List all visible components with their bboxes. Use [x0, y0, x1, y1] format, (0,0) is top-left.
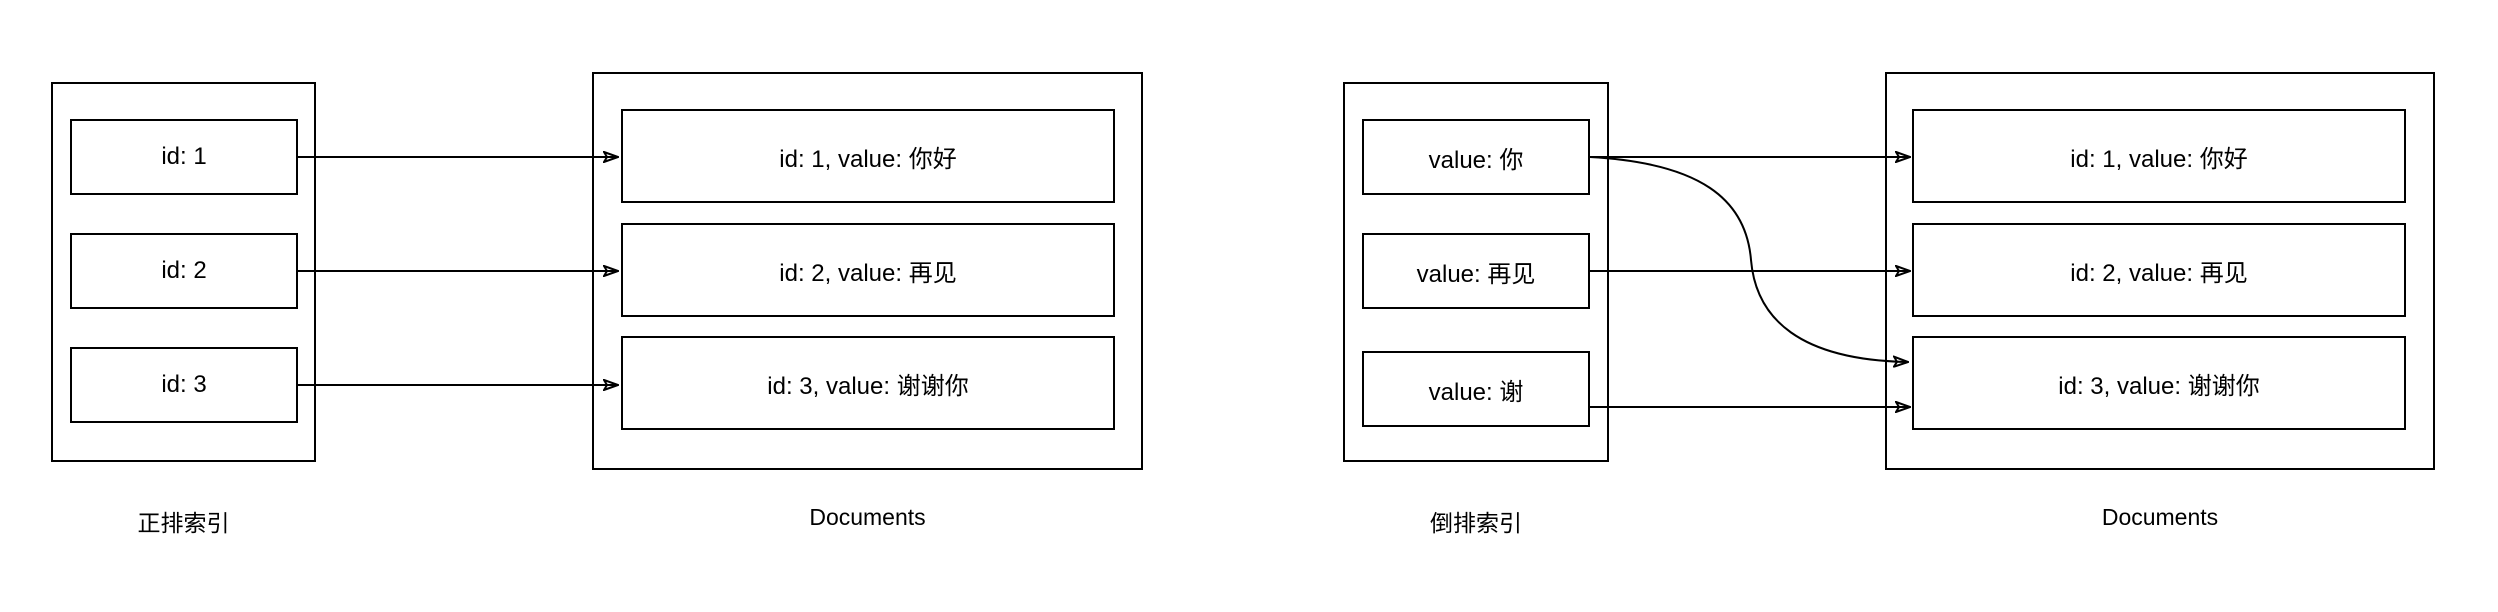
forward-documents-label: Documents [809, 504, 926, 530]
forward-index-label: 正排索引 [137, 510, 230, 536]
inverted-document-2: id: 2, value: 再见 [1912, 223, 2406, 317]
inverted-documents-label: Documents [2101, 504, 2219, 530]
forward-document-2: id: 2, value: 再见 [621, 223, 1115, 317]
forward-index-item-1: id: 1 [70, 119, 298, 195]
inverted-index-item-1: value: 你 [1362, 119, 1590, 195]
inverted-index-item-2: value: 再见 [1362, 233, 1590, 309]
forward-document-1: id: 1, value: 你好 [621, 109, 1115, 203]
arrow-inverted-ni-doc3-curve [1589, 156, 1908, 362]
inverted-index-label: 倒排索引 [1430, 510, 1522, 536]
inverted-document-3: id: 3, value: 谢谢你 [1912, 336, 2406, 430]
forward-index-item-3: id: 3 [70, 347, 298, 423]
inverted-index-item-3: value: 谢 [1362, 351, 1590, 427]
forward-document-3: id: 3, value: 谢谢你 [621, 336, 1115, 430]
forward-index-item-2: id: 2 [70, 233, 298, 309]
inverted-document-1: id: 1, value: 你好 [1912, 109, 2406, 203]
